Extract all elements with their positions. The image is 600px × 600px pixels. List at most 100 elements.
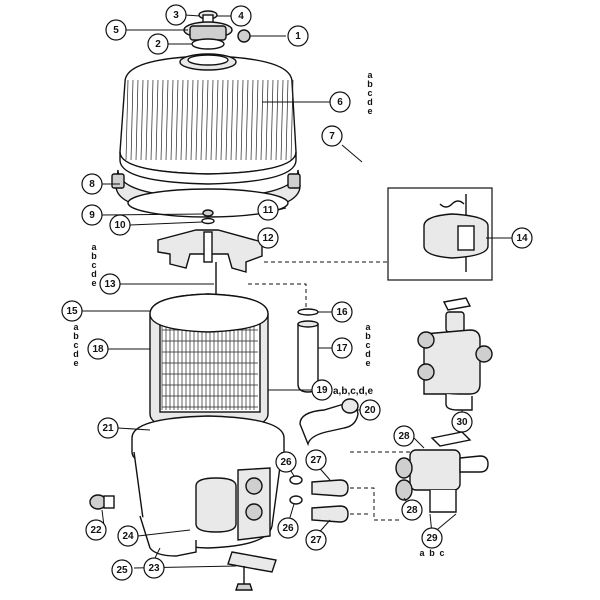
air-bleed-part <box>202 209 214 217</box>
callout-number: 29 <box>426 533 438 544</box>
callout-17: 17 <box>331 337 353 359</box>
lid-rib <box>255 79 259 161</box>
lid-rib <box>185 79 189 161</box>
callout-number: 1 <box>295 31 301 42</box>
variant-letter-item-18: a <box>73 322 79 332</box>
lid-rib <box>280 79 284 161</box>
callout-circle <box>331 337 353 359</box>
variant-letter-item-6: d <box>367 97 373 107</box>
callout-18: 18 <box>87 338 109 360</box>
lid-rib <box>225 79 229 161</box>
variant-letter-item-18: b <box>73 331 79 341</box>
callout-4: 4 <box>230 5 252 27</box>
callout-number: 6 <box>337 97 343 108</box>
callout-circle <box>105 19 127 41</box>
callout-12: 12 <box>257 227 279 249</box>
variant-letter-item-18: e <box>73 358 78 368</box>
callout-number: 24 <box>122 531 134 542</box>
variant-letter-item-18: c <box>73 340 78 350</box>
callout-number: 9 <box>89 210 95 221</box>
callout-circle <box>147 33 169 55</box>
callout-number: 2 <box>155 39 161 50</box>
callout-number: 23 <box>148 563 160 574</box>
small-o-ring <box>201 217 215 225</box>
callout-number: 21 <box>102 423 114 434</box>
callout-14: 14 <box>511 227 533 249</box>
callout-27: 27 <box>305 529 327 551</box>
variant-letter-item-6: e <box>367 106 372 116</box>
callout-25: 25 <box>111 559 133 581</box>
lid-rib <box>235 79 239 161</box>
callout-circle <box>305 529 327 551</box>
callout-circle <box>257 227 279 249</box>
callout-9: 9 <box>81 204 103 226</box>
variant-letter-item-29: c <box>439 548 444 558</box>
callout-number: 30 <box>456 417 468 428</box>
callout-circle <box>81 173 103 195</box>
lid-rib <box>265 79 269 161</box>
callout-number: 16 <box>336 307 348 318</box>
callout-19-suffix: a,b,c,d,e <box>333 386 373 397</box>
lid-rib <box>155 79 159 161</box>
pipe-o-ring <box>297 308 319 316</box>
callout-23: 23 <box>143 557 165 579</box>
lid-rib <box>195 79 199 161</box>
callout-number: 8 <box>89 179 95 190</box>
callout-circle <box>61 300 83 322</box>
callout-number: 25 <box>116 565 128 576</box>
lid-rib <box>290 79 294 161</box>
lid-o-ring <box>127 188 289 218</box>
callout-circle <box>85 519 107 541</box>
callout-1: 1 <box>287 25 309 47</box>
tank-lid <box>119 53 297 185</box>
callout-19: 19 <box>311 379 333 401</box>
callout-26: 26 <box>277 517 299 539</box>
callout-circle <box>331 301 353 323</box>
callout-circle <box>230 5 252 27</box>
lid-rib <box>260 79 264 161</box>
lid-rib <box>160 79 164 161</box>
callout-circle <box>81 204 103 226</box>
lid-rib <box>215 79 219 161</box>
pipe-link-line <box>248 283 307 310</box>
callout-circle <box>257 199 279 221</box>
callout-30: 30 <box>451 411 473 433</box>
callout-circle <box>451 411 473 433</box>
lid-rib <box>135 79 139 161</box>
callout-27: 27 <box>305 449 327 471</box>
lid-rib <box>285 79 289 161</box>
callout-circle <box>275 451 297 473</box>
lid-rib <box>205 79 209 161</box>
lid-rib <box>180 79 184 161</box>
variant-letter-item-17: c <box>365 340 370 350</box>
callout-number: 4 <box>238 11 244 22</box>
variant-letter-item-13: d <box>91 269 97 279</box>
callout-7: 7 <box>321 125 343 147</box>
callout-number: 26 <box>282 523 294 534</box>
lid-rib <box>270 79 274 161</box>
callout-circle <box>393 425 415 447</box>
callout-number: 12 <box>262 233 274 244</box>
variant-letter-item-13: c <box>91 260 96 270</box>
valve-link-lower <box>350 487 402 521</box>
variant-letter-item-13: a <box>91 242 97 252</box>
variant-letter-item-17: b <box>365 331 371 341</box>
lid-rib <box>150 79 154 161</box>
callout-number: 7 <box>329 131 335 142</box>
callout-number: 3 <box>173 10 179 21</box>
callout-number: 10 <box>114 220 126 231</box>
callout-28: 28 <box>393 425 415 447</box>
lid-rib <box>230 79 234 161</box>
variant-letter-item-29: b <box>429 548 435 558</box>
callout-10: 10 <box>109 214 131 236</box>
variant-letter-item-6: c <box>367 88 372 98</box>
callout-circle <box>321 125 343 147</box>
callout-number: 26 <box>280 457 292 468</box>
callout-6: 6 <box>329 91 351 113</box>
variant-letter-item-17: a <box>365 322 371 332</box>
callout-13: 13 <box>99 273 121 295</box>
lid-rib <box>200 79 204 161</box>
elbow-fitting <box>299 398 359 447</box>
